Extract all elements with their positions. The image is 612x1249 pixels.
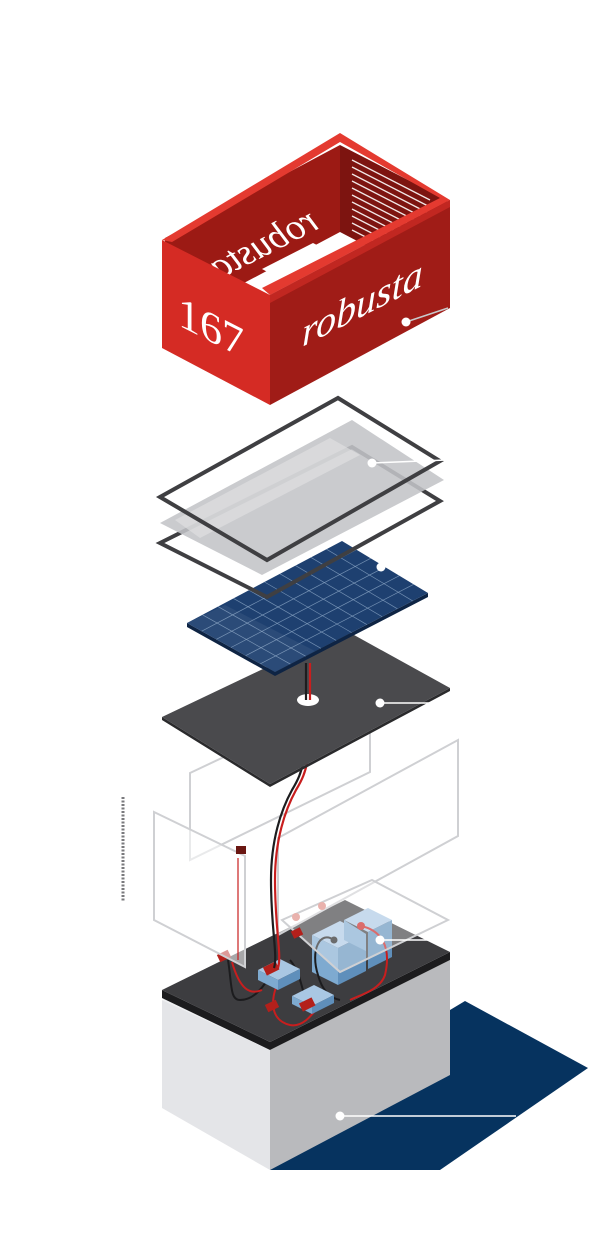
side-panel-left: [153, 810, 246, 969]
dot-icon: [376, 562, 386, 572]
callout-solar-panel: [376, 562, 386, 572]
callout-crate: [401, 307, 449, 327]
solar-panel-highlight: [187, 605, 315, 672]
connector-block: [236, 846, 246, 854]
side-panel-right: [277, 738, 459, 937]
frame-top: [155, 395, 444, 563]
dot-icon: [375, 698, 385, 708]
solar-cell-line: [245, 575, 400, 656]
connector-block: [290, 927, 304, 939]
dot-icon: [401, 317, 411, 327]
solar-cell-line: [216, 558, 371, 640]
crate-front-left-face: [162, 240, 270, 405]
solar-panel: [187, 541, 428, 676]
battery-terminal-faint: [318, 902, 326, 910]
electronics-tray: [162, 900, 450, 1050]
cable-hole: [297, 694, 319, 706]
tray-plate-edge: [162, 952, 450, 1050]
plate-edge: [162, 688, 450, 787]
plate-top: [162, 630, 450, 784]
callout-plate: [375, 698, 448, 708]
crate-rim-right: [270, 200, 450, 303]
base-block-left-face: [162, 1000, 270, 1170]
dot-icon: [375, 935, 385, 945]
connector-block: [264, 999, 280, 1013]
solar-cell-line: [230, 566, 386, 648]
callout-base: [335, 1111, 516, 1121]
base-block-right-face: [270, 960, 450, 1170]
solar-cell-line: [260, 584, 414, 665]
battery-terminal-faint: [292, 913, 300, 921]
callouts: [335, 307, 516, 1121]
glass-pane-light: [175, 438, 360, 538]
crate-front-right-face: [270, 200, 450, 405]
glass-pane: [160, 420, 444, 575]
dot-icon: [335, 1111, 345, 1121]
red-crate: robusta 167 robusta: [162, 133, 450, 405]
connector-block: [298, 997, 316, 1012]
callout-battery: [375, 935, 448, 945]
callout-glass: [367, 458, 447, 468]
dot-icon: [367, 458, 377, 468]
mounting-plate: [162, 630, 450, 787]
